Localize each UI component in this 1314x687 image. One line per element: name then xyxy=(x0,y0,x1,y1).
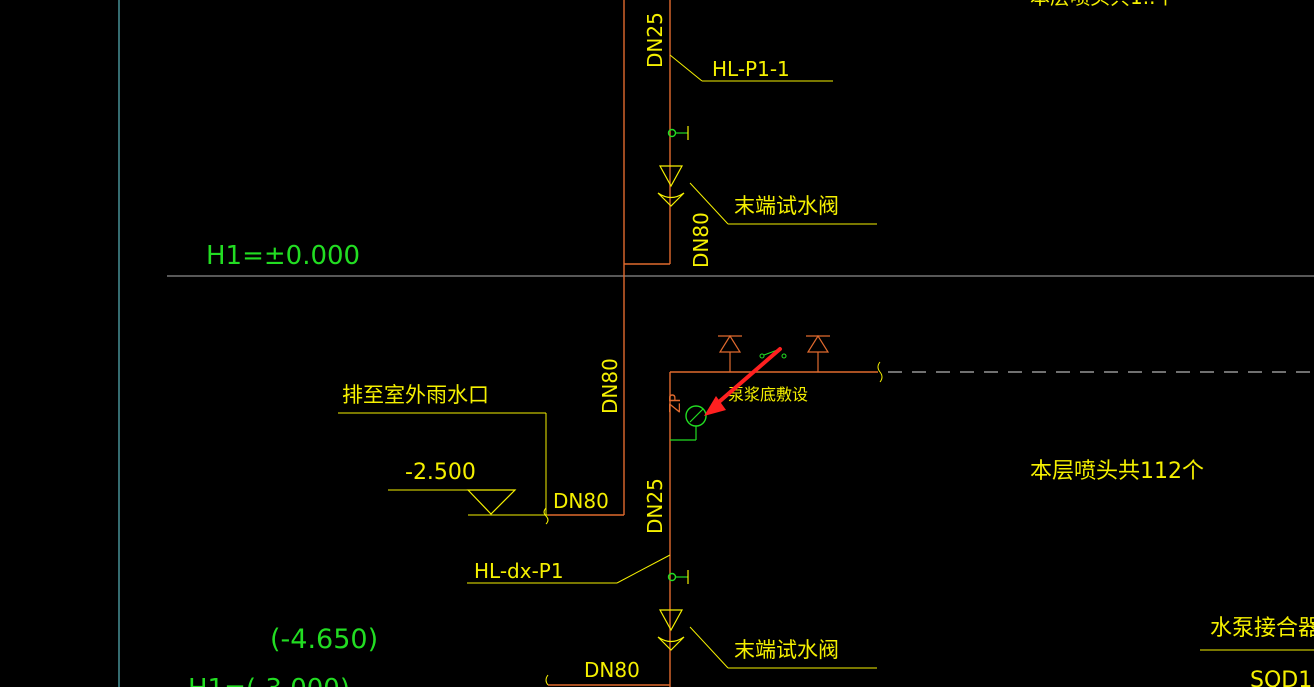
arrow-icon xyxy=(704,347,782,416)
bottom-note-label: 泵浆底敷设 xyxy=(728,385,808,404)
bottom-left-cut-label: H1=(-3.000) xyxy=(188,674,350,687)
check-valve-icon xyxy=(657,165,685,207)
break-symbol-bottom xyxy=(545,674,549,686)
dn25-bottom-label: DN25 xyxy=(643,478,667,534)
end-valve-bottom-label: 末端试水阀 xyxy=(734,638,839,662)
end-valve-top-label: 末端试水阀 xyxy=(734,194,839,218)
sprinkler-count-label: 本层喷头共112个 xyxy=(1030,459,1204,484)
elev-neg2500-label: -2.500 xyxy=(405,460,476,485)
break-symbol-drain xyxy=(543,507,549,525)
test-valve-icon xyxy=(667,570,689,584)
h1-level-label: H1=±0.000 xyxy=(206,241,360,271)
elev-neg4650-label: (-4.650) xyxy=(270,624,378,655)
pump-adapter-label: 水泵接合器(三 xyxy=(1210,616,1314,641)
elev-triangle-icon xyxy=(466,489,517,515)
drain-to-label: 排至室外雨水口 xyxy=(342,383,489,407)
hl-p1-1-label: HL-P1-1 xyxy=(712,57,790,81)
leader-end-valve-bottom xyxy=(689,626,729,669)
sqd-label: SQD15 xyxy=(1250,668,1314,687)
check-valve-icon xyxy=(657,609,685,651)
switch-icon xyxy=(759,348,787,359)
dn80-bottom-label: DN80 xyxy=(584,658,640,682)
dn80-top-label: DN80 xyxy=(689,212,713,268)
check-valve-icon xyxy=(718,334,742,372)
leader-end-valve-top xyxy=(689,182,729,225)
break-symbol-main xyxy=(877,361,883,383)
check-valve-icon xyxy=(806,334,830,372)
pressure-gauge-icon xyxy=(685,405,707,427)
test-valve-icon xyxy=(667,126,689,140)
top-cut-text: 本层喷头共1..个 xyxy=(1030,0,1175,9)
dn80-drain-label: DN80 xyxy=(553,489,609,513)
leader-hl-p1-1 xyxy=(669,54,703,82)
leader-hl-dx-p1 xyxy=(616,554,671,584)
zp-label: ZP xyxy=(666,394,684,413)
dn80-riser-label: DN80 xyxy=(598,358,622,414)
hl-dx-p1-label: HL-dx-P1 xyxy=(474,559,564,583)
dn25-top-label: DN25 xyxy=(643,12,667,68)
